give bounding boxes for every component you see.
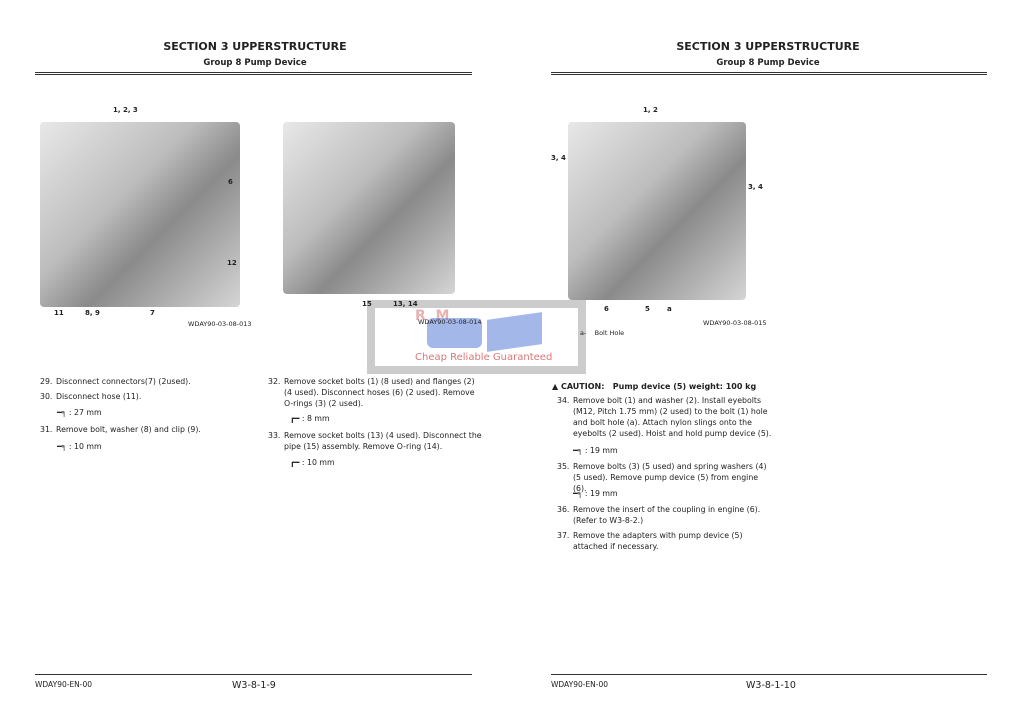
step-37: 37.Remove the adapters with pump device …	[557, 531, 743, 551]
pump-figure-3	[568, 122, 746, 300]
callout: 12	[227, 259, 237, 267]
step-29: 29.Disconnect connectors(7) (2used).	[40, 377, 191, 386]
callout: 15	[362, 300, 372, 308]
caution-note: ▲ CAUTION: Pump device (5) weight: 100 k…	[552, 382, 757, 391]
callout: 5	[645, 305, 650, 313]
figure-caption: WDAY90-03-08-014	[418, 318, 482, 326]
callout: 1, 2, 3	[113, 106, 138, 114]
callout: 1, 2	[643, 106, 658, 114]
pump-figure-1	[40, 122, 240, 307]
hex-key-icon: ┏━	[290, 414, 300, 423]
callout: 6	[604, 305, 609, 313]
watermark-book-icon	[487, 312, 542, 352]
step-36: 36.Remove the insert of the coupling in …	[557, 505, 761, 525]
callout: 3, 4	[551, 154, 566, 162]
pump-figure-2	[283, 122, 455, 294]
page-number: W3-8-1-9	[232, 680, 276, 691]
callout: 11	[54, 309, 64, 317]
callout: 7	[150, 309, 155, 317]
watermark: R M Cheap Reliable Guaranteed	[367, 300, 586, 374]
header-rule-left	[35, 72, 472, 75]
hex-key-icon: ┏━	[290, 458, 300, 467]
callout: a	[667, 305, 672, 313]
group-title-right: Group 8 Pump Device	[716, 58, 820, 68]
page-number: W3-8-1-10	[746, 680, 796, 691]
tool-spec: ┏━ : 10 mm	[290, 458, 335, 467]
callout: 6	[228, 178, 233, 186]
step-33: 33.Remove socket bolts (13) (4 used). Di…	[268, 431, 482, 451]
tool-spec: ━╕ : 19 mm	[573, 446, 618, 455]
figure-caption: WDAY90-03-08-015	[703, 319, 767, 327]
header-rule-right	[551, 72, 987, 75]
figure-caption: WDAY90-03-08-013	[188, 320, 252, 328]
footer-code: WDAY90-EN-00	[551, 680, 609, 689]
wrench-icon: ━╕	[573, 489, 583, 498]
tool-spec: ━╕ : 19 mm	[573, 489, 618, 498]
wrench-icon: ━╕	[573, 446, 583, 455]
step-32: 32.Remove socket bolts (1) (8 used) and …	[268, 377, 475, 408]
group-title-left: Group 8 Pump Device	[203, 58, 307, 68]
figure-legend: a- Bolt Hole	[580, 329, 625, 337]
section-title-right: SECTION 3 UPPERSTRUCTURE	[676, 40, 860, 53]
step-34: 34.Remove bolt (1) and washer (2). Insta…	[557, 396, 772, 438]
callout: 13, 14	[393, 300, 418, 308]
step-31: 31.Remove bolt, washer (8) and clip (9).	[40, 425, 201, 434]
callout: 3, 4	[748, 183, 763, 191]
tool-spec: ┏━ : 8 mm	[290, 414, 330, 423]
tool-spec: ━╕ : 10 mm	[57, 442, 102, 451]
tool-spec: ━╕ : 27 mm	[57, 408, 102, 417]
warning-icon: ▲	[552, 382, 559, 391]
watermark-wrench-icon	[427, 318, 482, 348]
wrench-icon: ━╕	[57, 442, 67, 451]
footer-rule-left	[35, 674, 472, 675]
callout: 8, 9	[85, 309, 100, 317]
footer-code: WDAY90-EN-00	[35, 680, 93, 689]
footer-rule-right	[551, 674, 987, 675]
step-30: 30.Disconnect hose (11).	[40, 392, 142, 401]
watermark-text: Cheap Reliable Guaranteed	[415, 352, 553, 363]
step-35: 35.Remove bolts (3) (5 used) and spring …	[557, 462, 767, 493]
wrench-icon: ━╕	[57, 408, 67, 417]
section-title-left: SECTION 3 UPPERSTRUCTURE	[163, 40, 347, 53]
